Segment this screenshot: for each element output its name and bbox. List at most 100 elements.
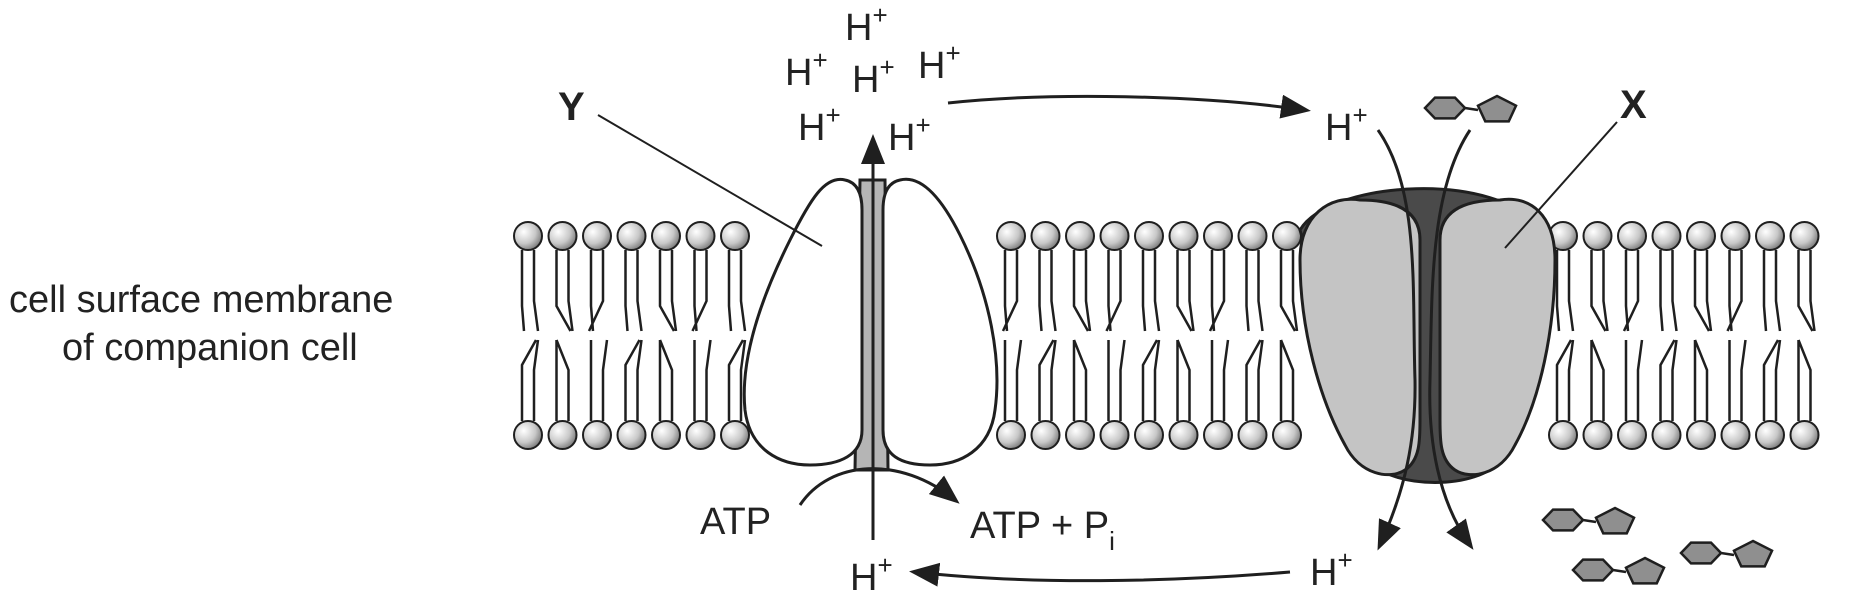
lipid-head-lower [1168,420,1199,450]
lipid-head-lower [1548,420,1578,450]
y-leader-line [597,114,823,247]
lipid-head-lower [1651,420,1682,450]
atp-hydrolysis-arrow [798,467,960,506]
lipid-tail-lower [1555,339,1575,421]
carrier-sucrose-path [1428,129,1474,550]
lipid-tail-upper [1726,250,1743,332]
lipid-tail-lower [1624,339,1644,421]
sucrose-molecule [1571,556,1666,585]
lipid-head-upper [1686,221,1716,251]
lipid-head-upper [1030,221,1061,251]
lipid-tail-upper [1762,250,1782,332]
lipid-head-upper [1755,221,1785,251]
lipid-head-upper [1203,221,1233,251]
lipid-head-upper [547,221,578,251]
lipid-head-upper [1099,221,1130,251]
lipid-tail-lower [1279,339,1295,421]
lipid-tail-lower [1038,339,1057,421]
lipid-tail-lower [1072,339,1088,421]
lipid-tail-upper [1693,250,1713,332]
lipid-head-lower [582,420,612,450]
glucose-ring [1679,541,1723,565]
lipid-tail-upper [1038,250,1057,332]
lipid-head-lower [996,420,1026,450]
sucrose-molecules [1423,94,1774,585]
lipid-tail-upper [1279,250,1299,332]
lipid-head-lower [1720,420,1751,450]
glycosidic-bond [1612,568,1627,574]
lipid-tail-lower [1693,339,1709,421]
proton-flow-arrow-bottom [909,562,1291,587]
proton-label: H+ [1310,545,1353,594]
lipid-head-upper [1617,221,1647,251]
fructose-ring [1624,556,1666,585]
proton-labels: H+H+H+H+H+H+H+H+H+ [785,0,1368,599]
membrane-label-line2: of companion cell [62,327,358,369]
lipid-tail-lower [1797,339,1812,421]
lipid-tail-lower [589,339,609,421]
lipid-head-lower [1099,420,1130,450]
phospholipid-bilayer [513,221,1820,450]
lipid-tail-upper [520,250,540,332]
proton-label: H+ [1325,100,1368,149]
cotransporter-x [1298,129,1557,551]
lipid-tail-lower [1590,339,1605,421]
lipid-head-lower [1203,420,1233,450]
lipid-head-lower [1686,420,1716,450]
glucose-ring [1423,96,1467,120]
x-leader-line [1504,121,1618,249]
lipid-head-upper [1065,221,1095,251]
glucose-ring [1541,508,1585,532]
lipid-tail-lower [520,339,540,421]
lipid-tail-upper [1590,250,1609,332]
glycosidic-bond [1464,106,1479,112]
pump-left-half [742,177,864,467]
adp-pi-label: ATP + Pi [970,505,1115,556]
lipid-head-lower [1065,420,1095,450]
lipid-head-lower [1755,420,1785,450]
glycosidic-bond [1720,551,1735,557]
lipid-tail-lower [624,339,643,421]
lipid-head-upper [720,221,750,251]
carrier-right-lobe [1438,197,1557,477]
lipid-tail-upper [1622,250,1640,332]
label-y: Y [558,85,585,129]
lipid-tail-upper [555,250,574,332]
lipid-head-upper [1582,221,1613,251]
lipid-tail-lower [1659,339,1678,421]
lipid-head-lower [1789,420,1820,450]
lipid-tail-lower [1107,339,1126,421]
carrier-left-lobe [1298,197,1422,477]
lipid-head-lower [1237,420,1268,450]
proton-label: H+ [888,110,931,159]
fructose-ring [1732,539,1774,568]
proton-pump-y [742,134,999,540]
lipid-tail-upper [1245,250,1264,332]
atp-label: ATP [700,501,771,543]
lipid-head-upper [1134,221,1164,251]
lipid-head-upper [996,221,1026,251]
lipid-head-lower [513,420,543,450]
lipid-head-upper [1789,221,1820,251]
adp-pi-subscript: i [1109,526,1115,556]
lipid-tail-lower [1762,339,1782,421]
lipid-tail-upper [1141,250,1161,332]
lipid-head-lower [685,420,716,450]
proton-label: H+ [918,38,961,87]
lipid-head-upper [1720,221,1751,251]
lipid-tail-lower [1728,339,1747,421]
lipid-head-upper [513,221,543,251]
lipid-tail-lower [1003,339,1023,421]
lipid-tail-upper [1659,250,1678,332]
lipid-head-upper [1272,221,1302,251]
glucose-ring [1571,558,1615,582]
lipid-tail-upper [658,250,678,332]
lipid-tail-upper [1555,250,1575,332]
lipid-tail-upper [1105,250,1122,332]
lipid-head-lower [547,420,578,450]
lipid-tail-upper [1176,250,1195,332]
lipid-head-upper [685,221,716,251]
carrier-proton-path [1376,129,1417,551]
lipid-tail-upper [1072,250,1092,332]
